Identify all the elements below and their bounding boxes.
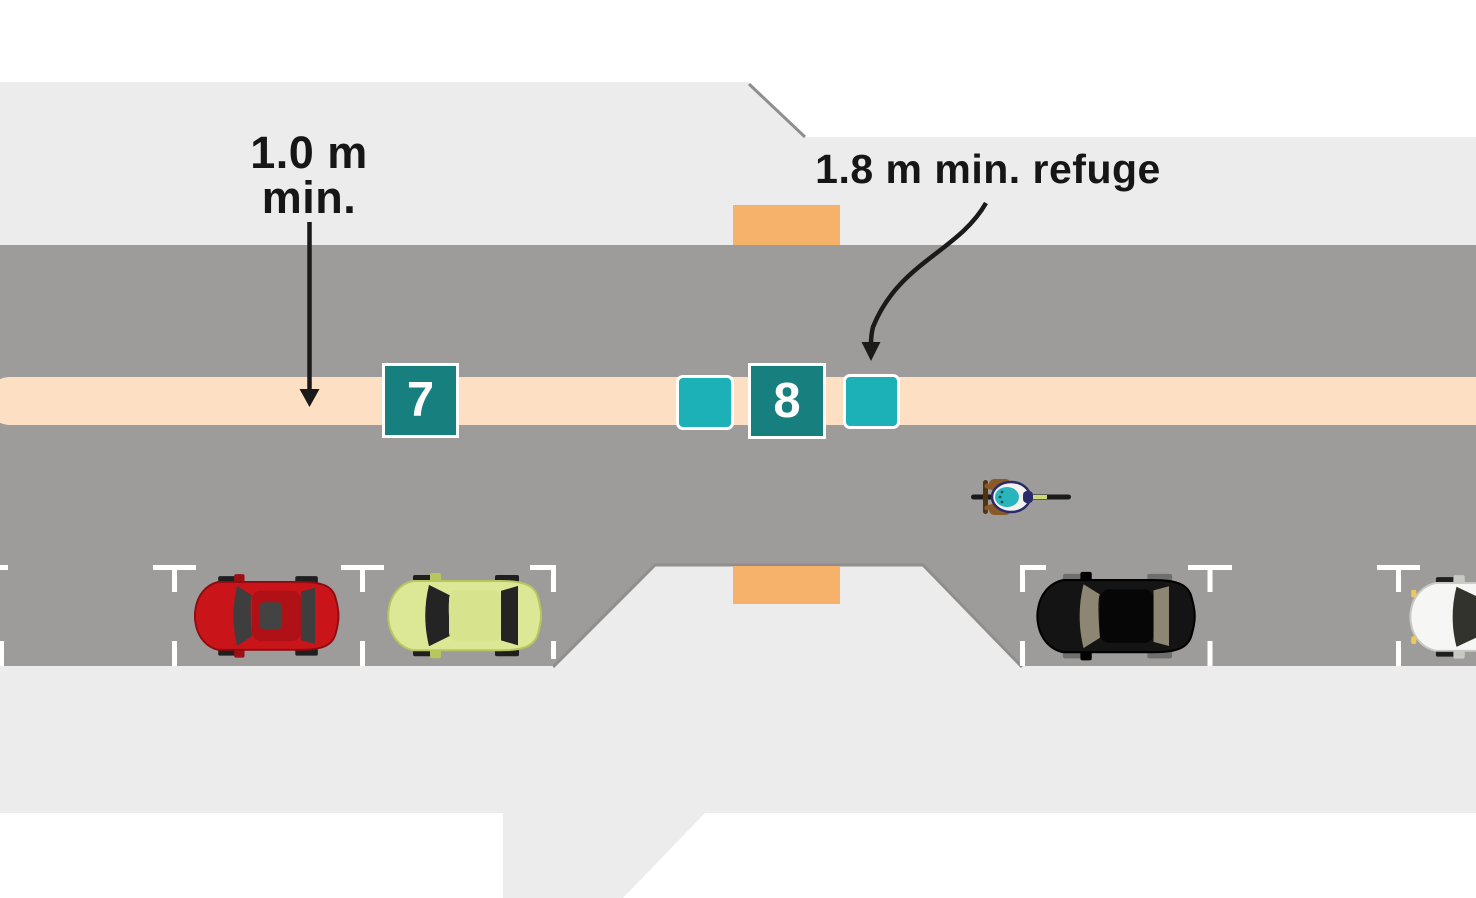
green-car-icon xyxy=(387,573,543,659)
crossing-marker-bottom xyxy=(733,566,840,604)
white-car-icon xyxy=(1409,575,1476,659)
footpath-bottom xyxy=(0,666,1476,813)
kerb-extension-shape xyxy=(553,563,1023,668)
red-car-icon xyxy=(193,574,340,658)
marker-8-label: 8 xyxy=(773,373,801,428)
cyclist-icon xyxy=(971,479,1071,515)
parking-bay-markings xyxy=(0,565,1420,666)
marker-7: 7 xyxy=(382,363,459,438)
median-width-label-line2: min. xyxy=(261,172,357,223)
crossing-marker-top xyxy=(733,205,840,245)
black-car-icon xyxy=(1036,571,1196,661)
marker-8: 8 xyxy=(748,363,826,439)
marker-7-label: 7 xyxy=(406,373,435,427)
kerb-line-top xyxy=(747,82,807,139)
refuge-label: 1.8 m min. refuge xyxy=(736,147,1240,191)
refuge-arrow xyxy=(861,201,988,361)
kerb-extension xyxy=(553,563,1023,668)
median-width-label: 1.0 m min. xyxy=(178,130,440,220)
median-width-label-line1: 1.0 m xyxy=(250,127,368,178)
refuge-pad-left xyxy=(676,375,734,430)
median-width-arrow xyxy=(299,222,320,407)
refuge-pad-right xyxy=(843,374,900,429)
median-strip xyxy=(0,377,1476,425)
refuge-label-text: 1.8 m min. refuge xyxy=(815,146,1161,192)
